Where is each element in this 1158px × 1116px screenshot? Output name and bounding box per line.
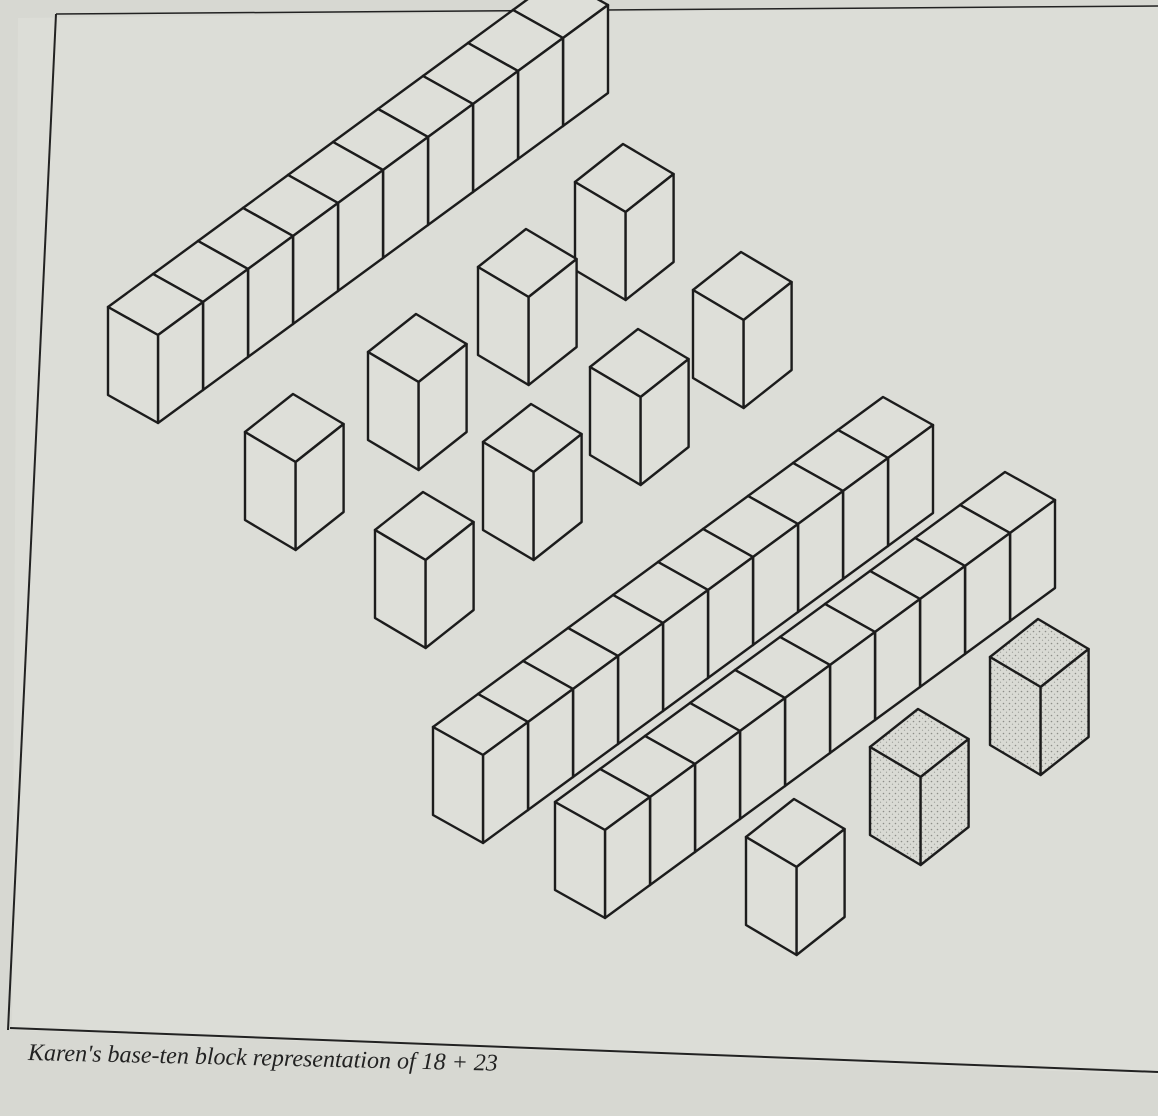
rod-segment xyxy=(108,274,203,423)
rod-segment xyxy=(555,769,650,918)
rod-segment xyxy=(433,694,528,843)
